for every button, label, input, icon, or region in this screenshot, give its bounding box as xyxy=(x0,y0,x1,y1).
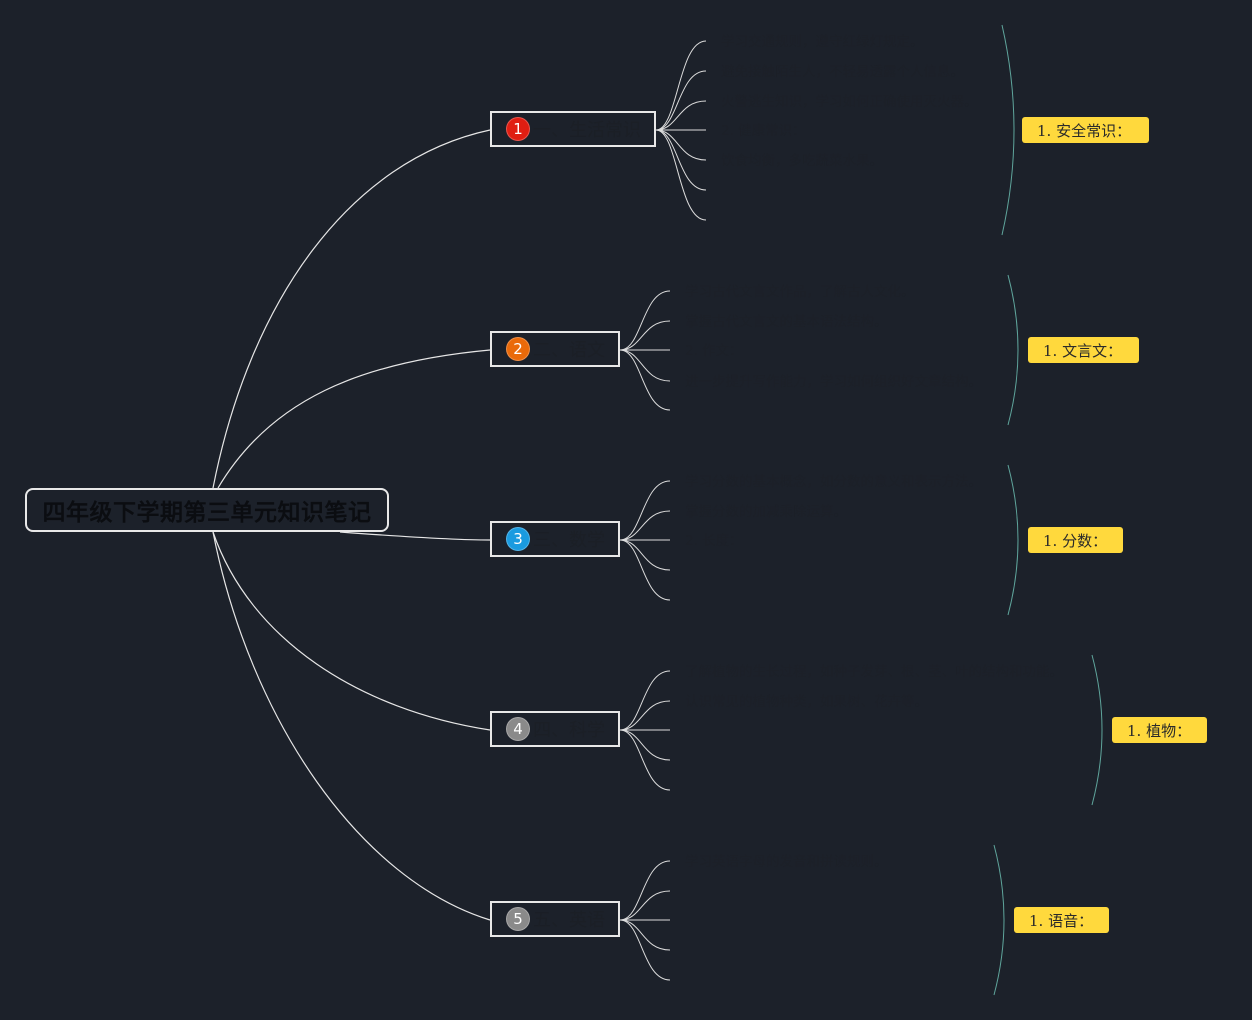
summary-brace xyxy=(1007,274,1019,426)
branch-node-english[interactable]: 5 五、英语 xyxy=(490,901,620,937)
leaf-connector xyxy=(655,129,707,191)
number-badge-icon: 4 xyxy=(506,717,530,741)
leaf-text[interactable]: 学习古代文言文作品，了解古人文化。 xyxy=(685,284,915,300)
number-badge-icon: 2 xyxy=(506,337,530,361)
branch-label: 四、科学 xyxy=(533,720,605,741)
leaf-connector xyxy=(619,510,671,541)
root-title: 四年级下学期第三单元知识笔记 xyxy=(42,500,372,526)
leaf-connector xyxy=(655,129,707,221)
leaf-connector xyxy=(619,349,671,382)
branch-label: 一、生活常识 xyxy=(533,120,641,141)
leaf-connector xyxy=(619,700,671,731)
leaf-text[interactable]: 认识常见的植物种类，如果树、花卉等。 xyxy=(685,694,928,710)
leaf-connector xyxy=(619,290,671,351)
leaf-connector xyxy=(655,100,707,131)
branch-label: 五、英语 xyxy=(533,910,605,931)
leaf-text[interactable]: 进一步提升写作能力，学习如何组织好文章结构。 xyxy=(685,374,982,390)
leaf-connector xyxy=(619,480,671,541)
leaf-connector xyxy=(619,729,671,761)
branch-node-math[interactable]: 3 三、数学 xyxy=(490,521,620,557)
leaf-connector xyxy=(619,349,671,411)
leaf-connector xyxy=(619,670,671,731)
leaf-connector xyxy=(619,320,671,351)
leaf-connector xyxy=(619,890,671,921)
leaf-text[interactable]: 火警逃生知识，学习如何正确使用灭火器。 xyxy=(721,94,978,110)
leaf-connector xyxy=(655,129,707,161)
summary-brace xyxy=(1007,464,1019,616)
root-connector xyxy=(217,349,491,489)
leaf-text[interactable]: 2. 健康常识： xyxy=(721,123,806,139)
summary-tag-classical-chinese[interactable]: 1. 文言文： xyxy=(1028,337,1139,363)
leaf-connector xyxy=(619,539,671,571)
summary-tag-fractions[interactable]: 1. 分数： xyxy=(1028,527,1123,553)
leaf-text[interactable]: 2. 作文： xyxy=(685,343,743,359)
number-badge-icon: 1 xyxy=(506,117,530,141)
summary-brace xyxy=(1091,654,1103,806)
leaf-text[interactable]: 避免接触陌生人，不轻易透露个人信息。 xyxy=(721,64,964,80)
branch-node-chinese[interactable]: 2 二、语文 xyxy=(490,331,620,367)
root-connector xyxy=(212,531,491,921)
leaf-text[interactable]: 学习英语字母的发音和拼读规则。 xyxy=(685,854,888,870)
leaf-connector xyxy=(655,70,707,131)
leaf-text[interactable]: 掌握分数的加减乘除运算。 xyxy=(685,504,847,520)
summary-tag-phonetics[interactable]: 1. 语音： xyxy=(1014,907,1109,933)
leaf-connector xyxy=(619,860,671,921)
summary-brace xyxy=(1001,24,1015,236)
root-connector xyxy=(212,129,491,489)
leaf-connector xyxy=(619,539,671,601)
leaf-connector xyxy=(619,919,671,981)
branch-node-science[interactable]: 4 四、科学 xyxy=(490,711,620,747)
leaf-connector xyxy=(619,729,671,791)
branch-node-life[interactable]: 1 一、生活常识 xyxy=(490,111,656,147)
leaf-text[interactable]: 学习交通规则，遵守红绿灯规定。 xyxy=(721,34,924,50)
leaf-text[interactable]: 学习分数的基本概念，如分数的意义和表示方法。 xyxy=(685,474,982,490)
summary-brace xyxy=(993,844,1005,996)
leaf-text[interactable]: 了解植物的生长过程，如种子发芽、根、茎、叶的结构和功能。 xyxy=(685,664,1063,680)
summary-tag-plants[interactable]: 1. 植物： xyxy=(1112,717,1207,743)
leaf-connector xyxy=(619,919,671,951)
number-badge-icon: 5 xyxy=(506,907,530,931)
root-node[interactable]: 四年级下学期第三单元知识笔记 xyxy=(25,488,389,532)
leaf-text[interactable]: 掌握古代文言文的基本语法结构。 xyxy=(685,314,888,330)
root-connector xyxy=(212,531,491,731)
leaf-text[interactable]: 2. 长度： xyxy=(685,533,743,549)
number-badge-icon: 3 xyxy=(506,527,530,551)
branch-label: 三、数学 xyxy=(533,530,605,551)
leaf-text[interactable]: 饮食均衡，多吃蔬菜水果。 xyxy=(721,153,883,169)
summary-tag-safety[interactable]: 1. 安全常识： xyxy=(1022,117,1149,143)
branch-label: 二、语文 xyxy=(533,340,605,361)
root-connector xyxy=(339,531,491,541)
leaf-connector xyxy=(655,40,707,131)
